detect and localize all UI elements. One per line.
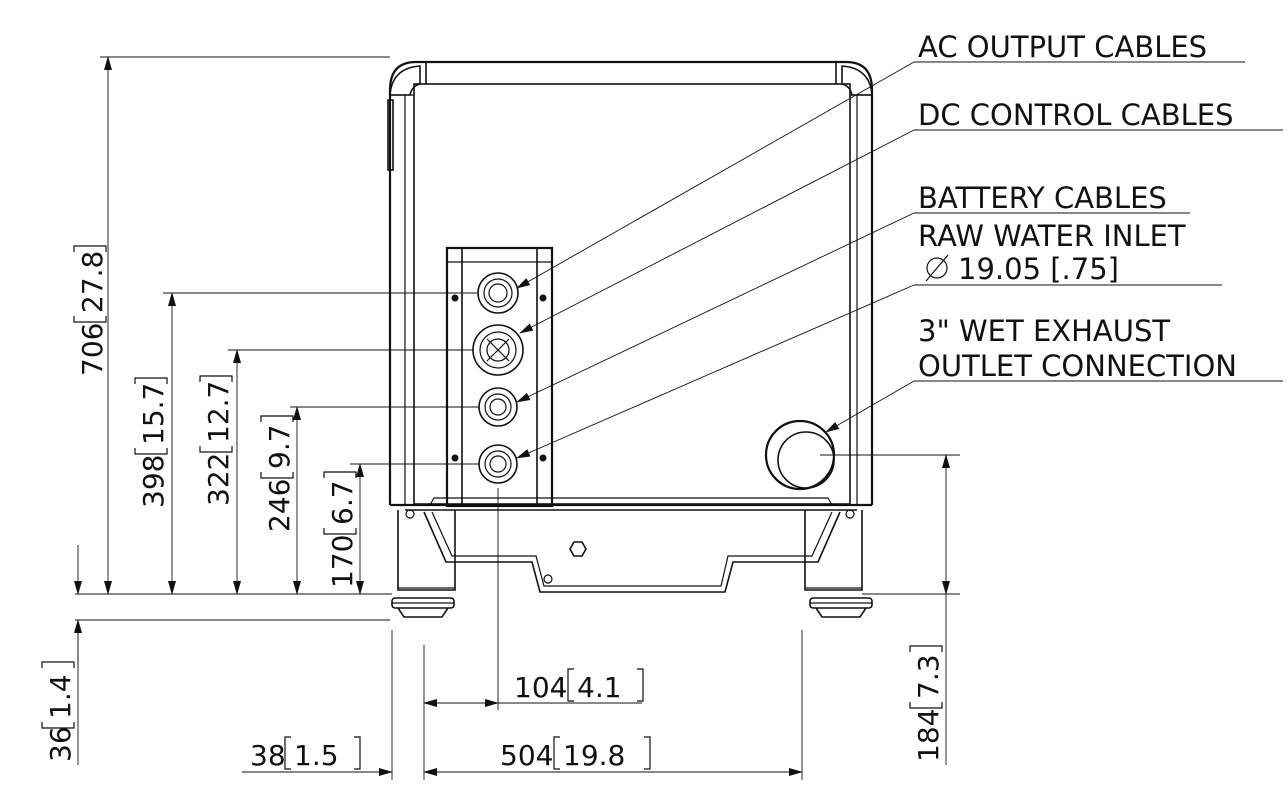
svg-text:246: 246 [263,479,296,532]
svg-text:9.7: 9.7 [263,424,296,469]
svg-text:27.8: 27.8 [76,251,109,313]
extension-lines [75,56,960,780]
svg-text:4.1: 4.1 [577,671,622,704]
svg-text:104: 104 [514,671,567,704]
generator-base [397,509,863,593]
dimension-398-label: 398 15.7 [134,377,170,508]
ac-output-gland [477,272,519,314]
svg-text:12.7: 12.7 [202,381,235,443]
generator-enclosure [387,60,874,511]
dimension-38-label: 38 1.5 [250,736,361,772]
dimension-170-label: 170 6.7 [323,471,359,588]
dimension-246-label: 246 9.7 [260,415,296,532]
svg-text:398: 398 [137,455,170,508]
svg-text:38: 38 [250,739,286,772]
svg-text:1.5: 1.5 [294,739,339,772]
dimension-322-label: 322 12.7 [199,375,235,506]
cable-gland-plate [445,246,554,508]
left-foot [391,597,455,618]
raw-water-inlet-size-label: 19.05 [.75] [958,252,1119,286]
dc-control-cables-label: DC CONTROL CABLES [918,98,1234,132]
callout-leaders [516,61,1283,459]
svg-text:1.4: 1.4 [44,674,77,719]
svg-text:322: 322 [202,453,235,506]
dimension-104-label: 104 4.1 [514,668,644,704]
svg-text:6.7: 6.7 [326,480,359,525]
dc-control-gland [472,324,524,376]
dimension-36-label: 36 1.4 [41,661,77,762]
svg-text:36: 36 [44,726,77,762]
diameter-symbol-icon [925,254,949,282]
ac-output-cables-label: AC OUTPUT CABLES [918,30,1207,64]
wet-exhaust-label-line2: OUTLET CONNECTION [918,349,1237,383]
svg-text:15.7: 15.7 [137,383,170,445]
dimension-184-label: 184 7.3 [909,645,945,762]
dimension-706-label: 706 27.8 [73,245,109,376]
wet-exhaust-label-line1: 3" WET EXHAUST [918,314,1170,348]
raw-water-inlet-label: RAW WATER INLET [918,219,1186,253]
battery-cable-gland [478,387,518,427]
svg-text:184: 184 [912,709,945,762]
svg-text:706: 706 [76,323,109,376]
svg-text:19.8: 19.8 [563,739,625,772]
dimension-504-label: 504 19.8 [500,736,651,772]
raw-water-inlet-gland [478,444,518,484]
svg-text:170: 170 [326,535,359,588]
svg-text:504: 504 [500,739,553,772]
battery-cables-label: BATTERY CABLES [918,181,1167,215]
right-foot [809,597,873,618]
svg-text:7.3: 7.3 [912,654,945,699]
